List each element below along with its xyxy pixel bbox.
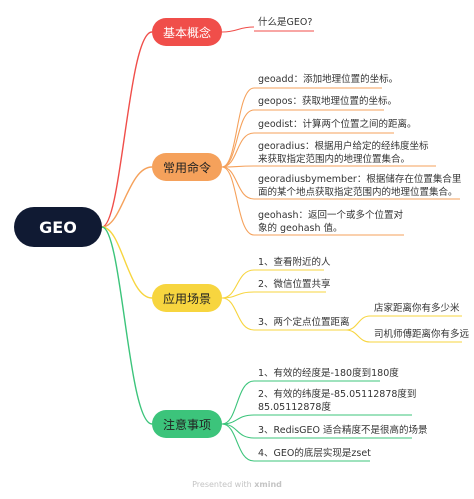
branch-basic-concept[interactable]: 基本概念 [152,18,222,46]
link-cmd-leaf-3 [221,132,255,168]
link-usage-sub-1 [345,315,371,331]
link-root-commands [101,166,153,228]
leaf-cmd-geopos[interactable]: geopos：获取地理位置的坐标。 [258,96,397,107]
link-cmd-leaf-4 [221,165,255,168]
link-concept-leaf-1 [221,26,255,33]
branch-common-commands[interactable]: 常用命令 [152,153,222,181]
watermark-prefix: Presented with [192,480,252,489]
link-cmd-leaf-2 [221,109,255,168]
link-notes-leaf-1 [221,380,255,425]
leaf-cmd-geodist[interactable]: geodist：计算两个位置之间的距离。 [258,119,417,130]
link-root-concept [101,31,153,228]
link-root-notes [101,226,153,425]
link-usage-leaf-1 [221,269,255,299]
branch-use-cases[interactable]: 应用场景 [152,284,222,312]
link-cmd-leaf-6 [221,166,255,236]
link-root-usage [101,226,153,299]
leaf-notes-latitude[interactable]: 2、有效的纬度是-85.05112878度到85.05112878度 [258,389,417,413]
leaf-usage-wechat-location[interactable]: 2、微信位置共享 [258,279,331,290]
link-cmd-leaf-1 [221,87,255,168]
leaf-notes-precision[interactable]: 3、RedisGEO 适合精度不是很高的场景 [258,425,428,436]
leaf-notes-zset[interactable]: 4、GEO的底层实现是zset [258,448,371,459]
presented-with-watermark: Presented with xmind [0,480,474,489]
leaf-what-is-geo[interactable]: 什么是GEO? [258,17,313,28]
root-node[interactable]: GEO [14,207,102,247]
link-notes-leaf-4 [221,423,255,462]
leaf-cmd-georadius[interactable]: georadius：根据用户给定的经纬度坐标来获取指定范围内的地理位置集合。 [258,141,429,165]
leaf-usage-driver-distance[interactable]: 司机师傅距离你有多远 [374,329,470,340]
leaf-cmd-georadiusbymember[interactable]: georadiusbymember：根据储存在位置集合里面的某个地点获取指定范围… [258,174,462,198]
leaf-cmd-geohash[interactable]: geohash：返回一个或多个位置对象的 geohash 值。 [258,210,404,234]
link-usage-leaf-2 [221,291,255,299]
leaf-cmd-geoadd[interactable]: geoadd：添加地理位置的坐标。 [258,74,399,85]
leaf-usage-nearby-people[interactable]: 1、查看附近的人 [258,257,331,268]
branch-notes[interactable]: 注意事项 [152,410,222,438]
link-notes-leaf-3 [221,423,255,439]
leaf-notes-longitude[interactable]: 1、有效的经度是-180度到180度 [258,368,399,379]
watermark-brand: xmind [254,480,282,489]
leaf-usage-shop-distance[interactable]: 店家距离你有多少米 [374,303,460,314]
link-usage-leaf-3 [221,297,255,331]
link-usage-sub-2 [345,329,371,343]
leaf-usage-two-points-distance[interactable]: 3、两个定点位置距离 [258,317,350,328]
link-cmd-leaf-5 [221,166,255,200]
